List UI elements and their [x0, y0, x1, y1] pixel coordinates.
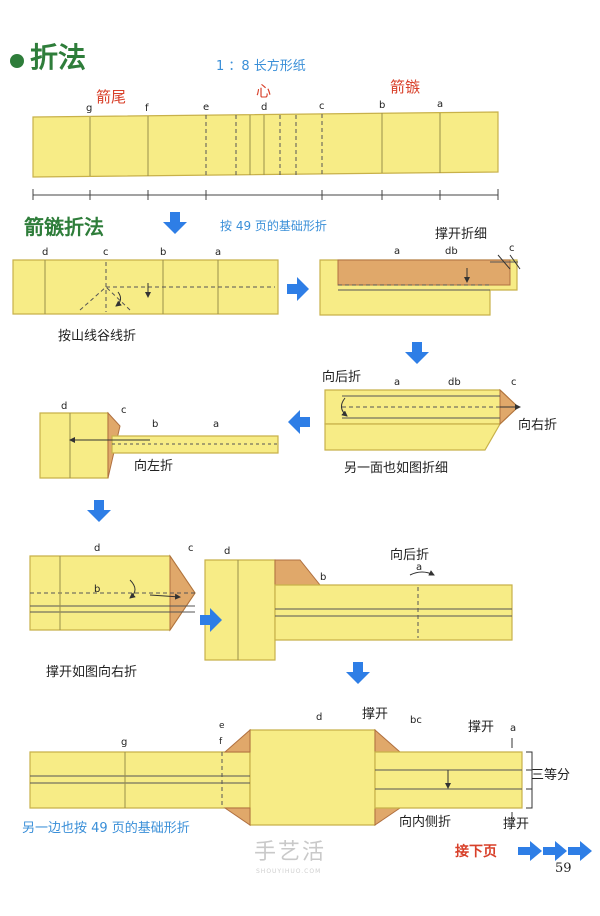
watermark: 手艺活 [254, 840, 327, 865]
base-note: 按 49 页的基础形折 [220, 219, 327, 233]
fold-letter: b [320, 572, 327, 583]
strip-letter: f [145, 103, 149, 114]
next-page-label[interactable]: 接下页 [455, 844, 497, 860]
fold-letter: a [394, 377, 401, 388]
next-arrow-icon [518, 841, 542, 861]
fold-letter: g [121, 737, 128, 748]
arrow-down-icon [163, 212, 187, 234]
arrow-right-icon [287, 277, 309, 301]
label-head: 箭镞 [390, 78, 421, 96]
next-arrow-icon [568, 841, 592, 861]
step7-inward: 向内侧折 [399, 815, 452, 830]
arrow-down-icon [87, 500, 111, 522]
flow-arrows [87, 212, 592, 861]
fold-letter: d [42, 247, 49, 258]
fold-letter: db [445, 246, 458, 257]
step7-diagram [29, 728, 533, 826]
paper-strip [32, 111, 499, 200]
strip-letter: b [379, 100, 386, 111]
step6-caption: 向后折 [390, 548, 430, 563]
strip-letter: e [203, 102, 210, 113]
fold-letter: b [94, 584, 101, 595]
fold-letter: c [103, 247, 109, 258]
step2-diagram [319, 254, 521, 316]
strip-letter: c [319, 101, 325, 112]
fold-letter: a [213, 419, 220, 430]
step7-open-bottom: 撑开 [503, 817, 530, 832]
heading-bullet-icon [10, 54, 24, 68]
step1-diagram [12, 259, 279, 315]
step4-diagram [39, 411, 279, 479]
step3-caption-bottom: 另一面也如图折细 [344, 461, 449, 476]
strip-letter: a [437, 99, 444, 110]
fold-letter: c [188, 543, 194, 554]
label-center: 心 [256, 82, 272, 100]
paper-note: 1 ：8 长方形纸 [216, 59, 306, 74]
arrow-down-icon [405, 342, 429, 364]
step1-caption: 按山线谷线折 [58, 329, 137, 344]
next-arrow-icon [543, 841, 567, 861]
step3-caption-right: 向右折 [518, 418, 558, 433]
fold-letter: d [224, 546, 231, 557]
step6-diagram [204, 559, 513, 661]
step7-open-right: 撑开 [468, 720, 495, 735]
arrow-right-icon [200, 608, 222, 632]
arrow-down-icon [346, 662, 370, 684]
fold-letter: c [511, 377, 517, 388]
fold-letter: a [394, 246, 401, 257]
fold-letter: e [219, 721, 225, 731]
step7-thirds: 三等分 [531, 768, 571, 783]
fold-letter: b [160, 247, 167, 258]
arrow-left-icon [288, 410, 310, 434]
fold-letter: a [416, 562, 423, 573]
fold-letter: d [61, 401, 68, 412]
strip-letter: d [261, 102, 268, 113]
fold-letter: b [152, 419, 159, 430]
section-title: 箭镞折法 [24, 215, 104, 239]
watermark-sub: SHOUYIHUO.COM [256, 868, 322, 875]
step3-diagram [324, 388, 521, 451]
fold-letter: d [316, 712, 323, 723]
fold-letter: c [121, 405, 127, 416]
step5-diagram [29, 554, 196, 632]
step2-caption: 撑开折细 [435, 227, 488, 242]
fold-letter: f [219, 737, 223, 747]
fold-letter: a [510, 723, 517, 734]
fold-letter: db [448, 377, 461, 388]
step7-open-top: 撑开 [362, 707, 389, 722]
strip-letter: g [86, 103, 93, 114]
step3-caption-top: 向后折 [322, 370, 362, 385]
fold-letter: c [509, 243, 515, 254]
fold-letter: a [215, 247, 222, 258]
label-tail: 箭尾 [96, 88, 127, 106]
page-number: 59 [555, 861, 572, 876]
step5-caption: 撑开如图向右折 [46, 665, 138, 680]
page-heading: 折法 [30, 41, 87, 74]
step4-caption: 向左折 [134, 459, 174, 474]
fold-letter: d [94, 543, 101, 554]
fold-letter: bc [410, 715, 422, 726]
step7-other-side: 另一边也按 49 页的基础形折 [22, 821, 190, 836]
